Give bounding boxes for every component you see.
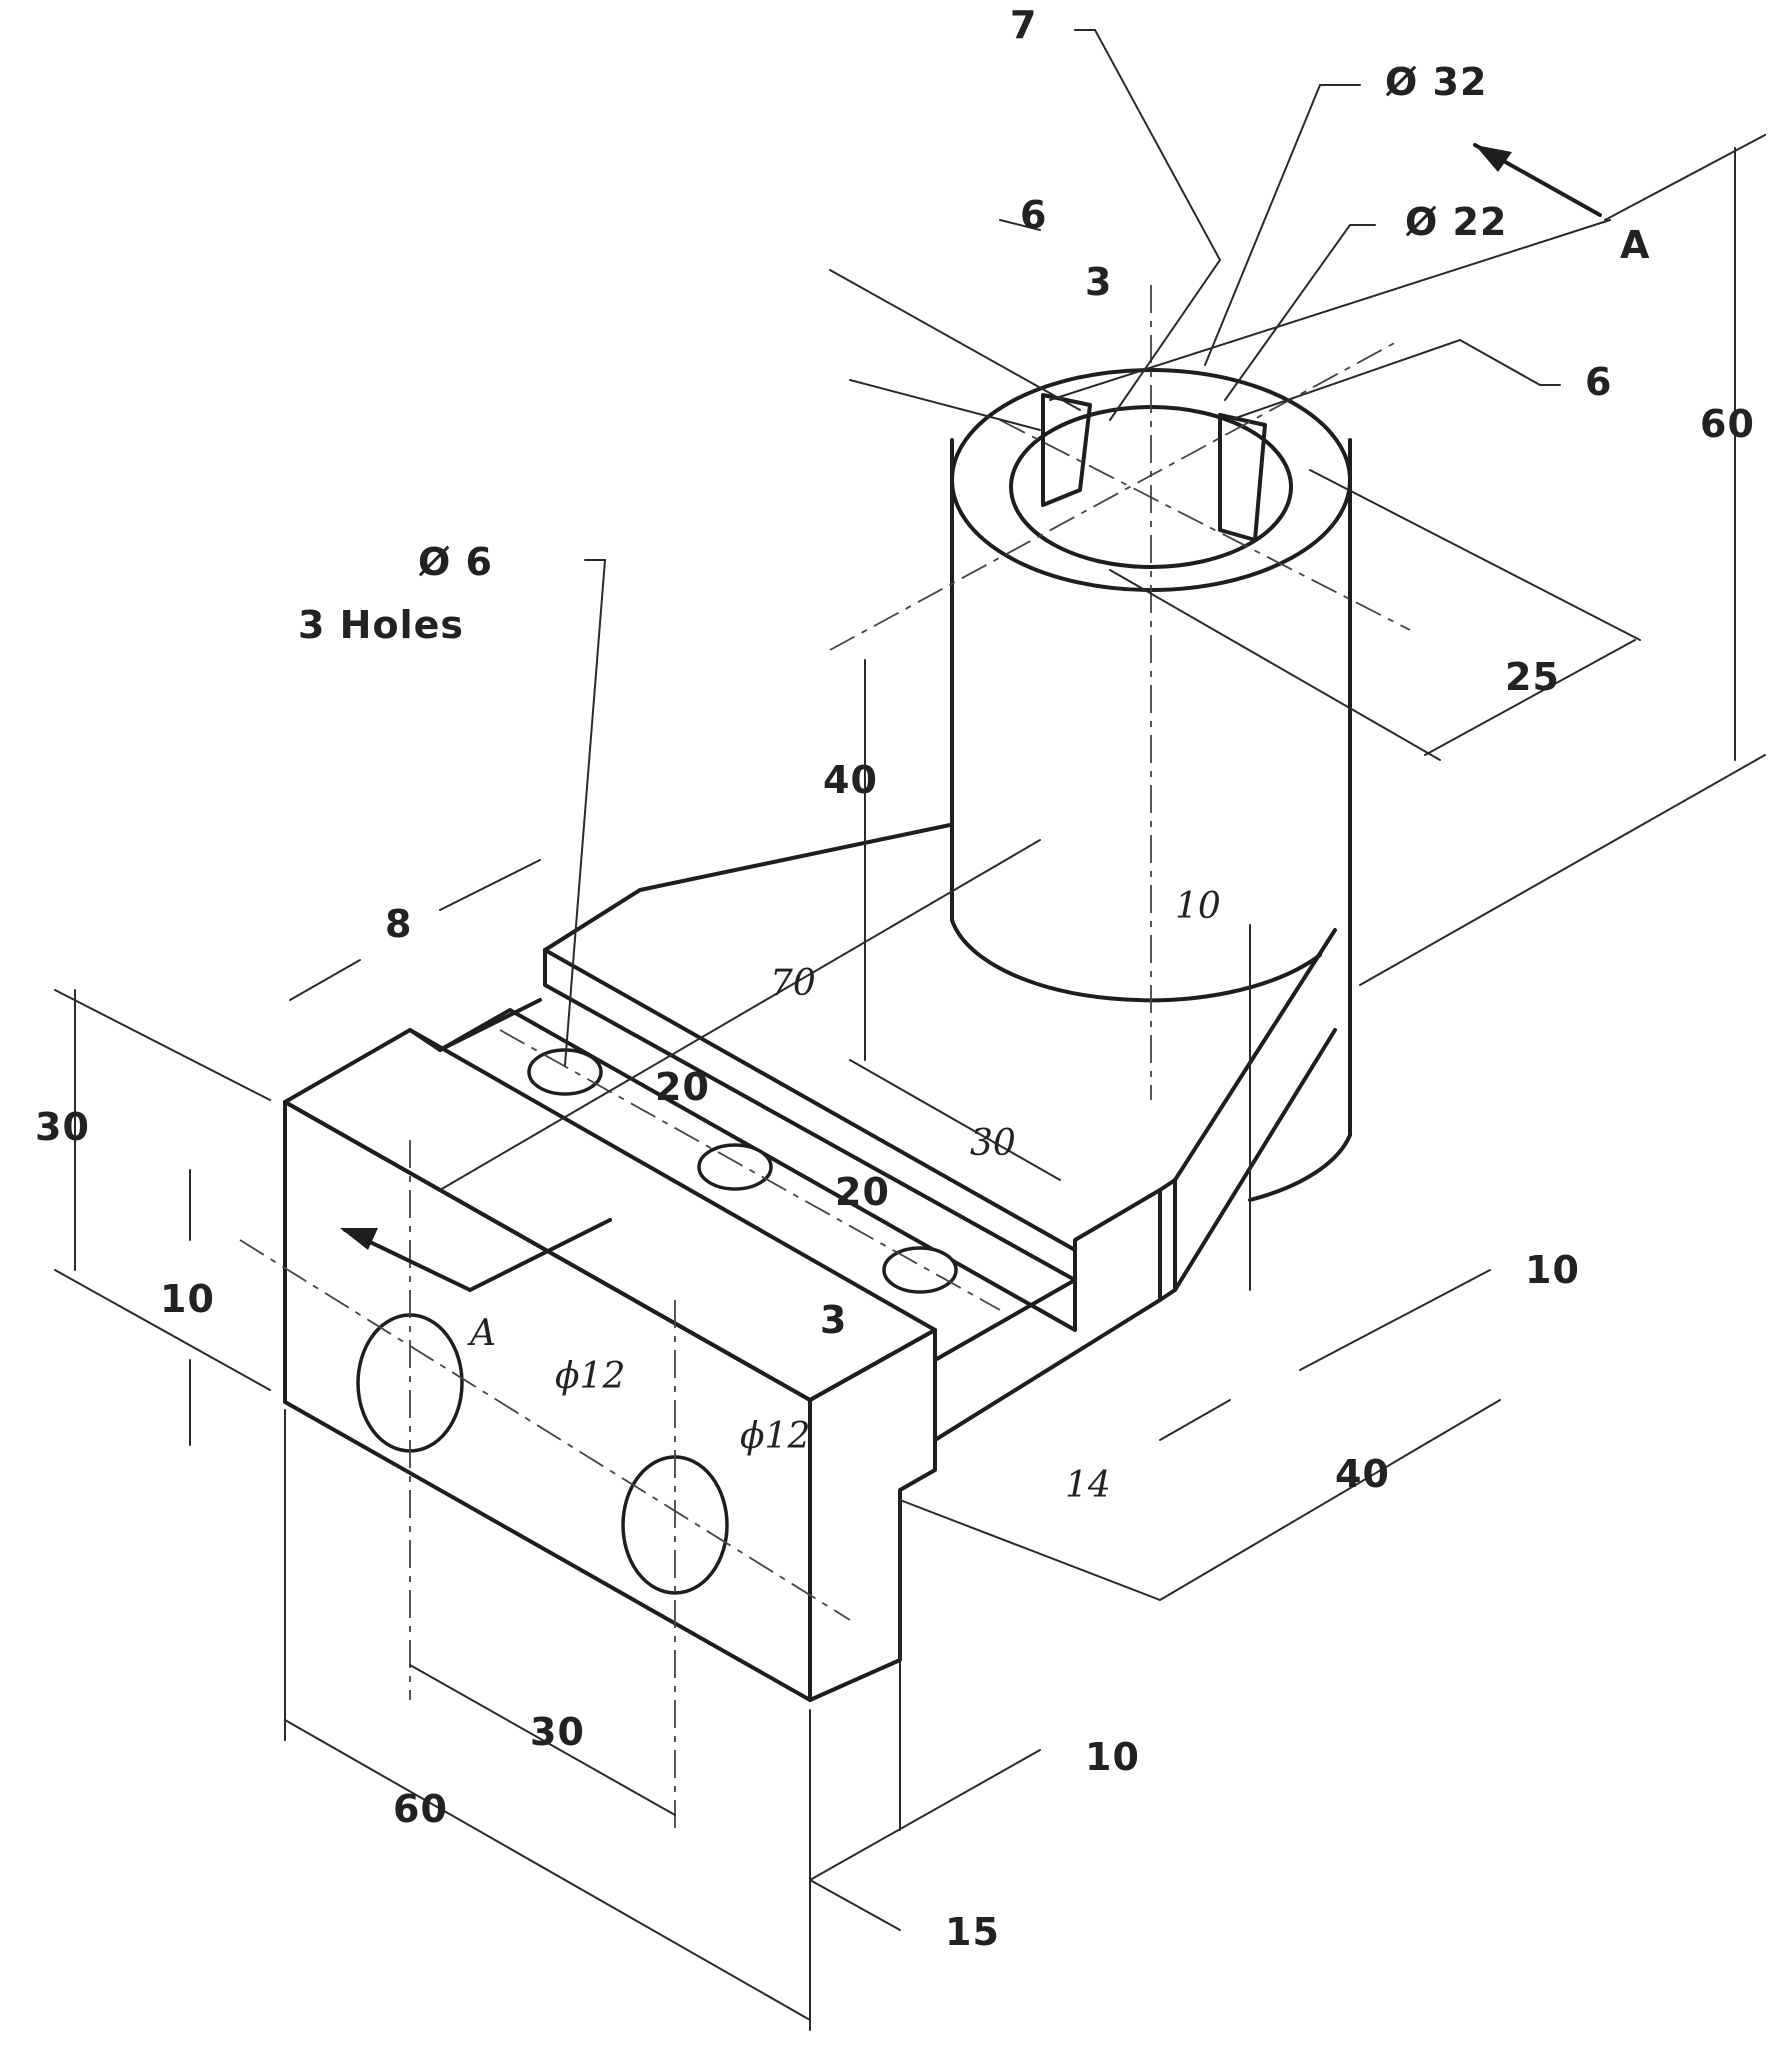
rib-slope: [1173, 928, 1337, 1182]
ext-40-right: [899, 1499, 1161, 1601]
slot-back-edge: [438, 998, 542, 1052]
holes-note-count: 3 Holes: [298, 603, 464, 647]
dim-label-40-vertical: 40: [823, 758, 878, 802]
dim-label-25: 25: [1505, 655, 1560, 699]
dim-label-10-left: 10: [160, 1277, 215, 1321]
labels: 7 Ø 32 Ø 22 6 3 6 60 25 40 70 10 30 8 20…: [35, 3, 1755, 1954]
arrowhead-section-top: [1475, 145, 1512, 172]
hole-row-center: [499, 1029, 1001, 1311]
dim-label-6-top: 6: [1020, 193, 1047, 237]
top-center-line: [829, 339, 1401, 651]
dim-label-8: 8: [385, 902, 412, 946]
front-hole-center: [239, 1239, 851, 1621]
holes-note-diameter: Ø 6: [418, 540, 493, 584]
dim-label-dia12-first: ϕ12: [555, 1356, 625, 1397]
arrowhead-section-front: [340, 1228, 378, 1250]
dim-label-40-right: 40: [1335, 1452, 1390, 1496]
cylinder-bottom-right: [1248, 1133, 1352, 1202]
upper-plate-back-edge: [543, 823, 952, 952]
base-slot-edge: [408, 1008, 1162, 1442]
dim-30-bottom: [409, 1664, 676, 1816]
dim-label-30-bottom: 30: [530, 1710, 585, 1754]
rib-slope-lower: [1173, 1028, 1337, 1292]
keyway-left: [1041, 393, 1092, 507]
dim-label-dia12-second: ϕ12: [740, 1416, 810, 1457]
dim-label-14: 14: [1065, 1465, 1111, 1506]
ext-30-bottom: [54, 1269, 271, 1391]
leader-7: [1074, 29, 1222, 421]
keyway-right: [1218, 413, 1267, 542]
dim-label-60-bottom: 60: [393, 1787, 448, 1831]
ext-6-right: [1229, 339, 1461, 421]
dim-label-10-bottom: 10: [1085, 1735, 1140, 1779]
raised-ledge-top: [543, 948, 1077, 1252]
dim-label-20-first: 20: [655, 1065, 710, 1109]
ext-6: [999, 219, 1041, 231]
dim-label-30-left: 30: [35, 1105, 90, 1149]
rib-front: [1158, 1178, 1177, 1302]
leader-dia22: [1224, 224, 1376, 401]
dim-label-10-center: 10: [1175, 886, 1221, 927]
ext-25-bottom: [1109, 569, 1441, 761]
ext-40-bottom: [849, 1059, 1061, 1181]
dim-40-right: [1159, 1399, 1501, 1601]
leader-dia32: [1204, 84, 1361, 366]
dim-14: [1159, 1399, 1231, 1441]
small-hole-1: [527, 1048, 603, 1096]
slot-floor: [933, 1278, 1077, 1362]
front-block-right-face: [808, 1328, 937, 1702]
dim-25: [1424, 639, 1636, 756]
dim-label-10-right: 10: [1525, 1248, 1580, 1292]
dim-10-right: [1299, 1269, 1491, 1371]
dim-label-3-slot: 3: [820, 1298, 847, 1342]
small-hole-3: [882, 1246, 958, 1294]
dim-8: [439, 859, 541, 911]
ext-25-top: [1309, 469, 1641, 641]
dim-label-dia22: Ø 22: [1405, 200, 1507, 244]
ext-60-top: [1604, 134, 1766, 221]
base-plate: [408, 948, 1162, 1442]
dim-label-15: 15: [945, 1910, 1000, 1954]
dim-15: [809, 1879, 901, 1931]
center-lines: [239, 285, 1411, 1830]
section-label-top: A: [1620, 223, 1650, 267]
section-line-front: [468, 1218, 612, 1292]
dimension-lines: [54, 29, 1766, 2031]
dim-label-dia32: Ø 32: [1385, 60, 1487, 104]
holes: [356, 1048, 958, 1595]
dim-label-7: 7: [1010, 3, 1037, 47]
upper-plate: [543, 823, 1337, 1302]
section-label-front: A: [467, 1313, 496, 1354]
dim-label-3-top: 3: [1085, 260, 1112, 304]
raised-ledge-edge: [543, 948, 1077, 1282]
dim-label-60-right: 60: [1700, 402, 1755, 446]
arrowheads: [340, 145, 1512, 1250]
dim-70: [439, 839, 1041, 1191]
ext-top-right: [1049, 219, 1611, 401]
dim-label-20-second: 20: [835, 1170, 890, 1214]
dim-6-top: [829, 269, 1081, 411]
cylinder-boss: [950, 368, 1352, 1202]
ext-30-top: [54, 989, 271, 1101]
dim-8-b: [289, 959, 361, 1001]
dim-60-bottom: [284, 1719, 811, 2021]
cylinder-bottom-arc: [950, 918, 1322, 1003]
dim-label-70: 70: [770, 963, 816, 1004]
ext-60-bottom: [1359, 754, 1766, 986]
top-center-line-2: [999, 419, 1411, 631]
leader-6-right: [1459, 339, 1561, 386]
dim-label-30-middle: 30: [970, 1123, 1016, 1164]
dim-label-6-right: 6: [1585, 360, 1612, 404]
small-hole-2: [697, 1143, 773, 1191]
leader-holes: [564, 559, 607, 1066]
dim-10-bottom: [809, 1749, 1041, 1881]
dim-3-top: [849, 379, 1041, 431]
